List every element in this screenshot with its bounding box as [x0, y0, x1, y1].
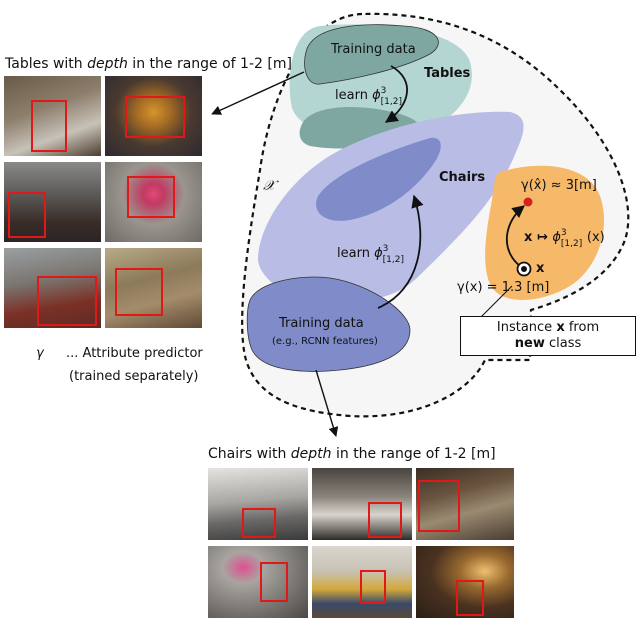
chairs-features-note: (e.g., RCNN features) [272, 336, 378, 347]
chair-bbox-5 [360, 570, 386, 604]
table-photo-6 [105, 248, 202, 328]
tables-caption: Tables with depth in the range of 1-2 [m… [5, 56, 292, 72]
new-class-map-arrow [505, 205, 525, 267]
instance-callout-line [479, 285, 513, 319]
instance-box-line1: Instance x from [496, 320, 600, 335]
chair-photo-5 [312, 546, 412, 618]
table-photo-2 [105, 76, 202, 156]
table-photo-5 [4, 248, 101, 328]
instance-box: Instance x from new class [460, 316, 636, 356]
chair-bbox-1 [242, 508, 276, 538]
legend-description: ... Attribute predictor [66, 346, 203, 361]
table-bbox-4 [127, 176, 175, 218]
tables-training-data-label: Training data [331, 42, 416, 57]
chairs-learn-label: learn ϕ 3 [1,2] [337, 244, 404, 265]
table-bbox-5 [37, 276, 97, 326]
chair-bbox-3 [418, 480, 460, 532]
tables-learn-label: learn ϕ 3 [1,2] [335, 86, 402, 107]
chair-photo-2 [312, 468, 412, 540]
chairs-region [258, 111, 524, 301]
chairs-learn-arrow [377, 194, 424, 309]
chair-photo-3 [416, 468, 514, 540]
legend-note: (trained separately) [69, 369, 199, 384]
table-photo-3 [4, 162, 101, 242]
chairs-training-data-label: Training data [279, 316, 364, 331]
table-photo-4 [105, 162, 202, 242]
tables-training-data-blob [304, 24, 439, 85]
chairs-training-data-blob [246, 276, 411, 372]
table-bbox-3 [8, 192, 46, 238]
chairs-target-blob [316, 137, 441, 221]
chairs-class-label: Chairs [439, 170, 486, 185]
chair-bbox-2 [368, 502, 402, 538]
table-bbox-2 [125, 96, 185, 138]
table-bbox-6 [115, 268, 163, 316]
new-class-region [485, 165, 605, 300]
table-bbox-1 [31, 100, 67, 152]
chairs-caption: Chairs with depth in the range of 1-2 [m… [208, 446, 496, 462]
instance-point-label: x [536, 261, 545, 276]
chairs-examples-pointer [315, 369, 339, 437]
chair-bbox-4 [260, 562, 288, 602]
tables-class-label: Tables [424, 66, 471, 81]
feature-space-symbol: 𝒳 [263, 178, 276, 194]
tables-examples-pointer [211, 71, 305, 115]
chair-photo-1 [208, 468, 308, 540]
table-photo-1 [4, 76, 101, 156]
chair-bbox-6 [456, 580, 484, 616]
tables-learn-arrow [384, 65, 408, 123]
mapping-label: x ↦ ϕ 3 [1,2] (x) [524, 228, 605, 249]
legend-symbol: γ [36, 346, 44, 361]
instance-box-line2: new class [514, 336, 582, 351]
chair-photo-6 [416, 546, 514, 618]
instance-attribute-label: γ(x) = 1.3 [m] [457, 280, 550, 295]
chair-photo-4 [208, 546, 308, 618]
predicted-attribute-label: γ(x̂) ≈ 3[m] [521, 178, 597, 193]
predicted-point-marker [523, 197, 533, 207]
instance-point-dot [521, 266, 527, 272]
